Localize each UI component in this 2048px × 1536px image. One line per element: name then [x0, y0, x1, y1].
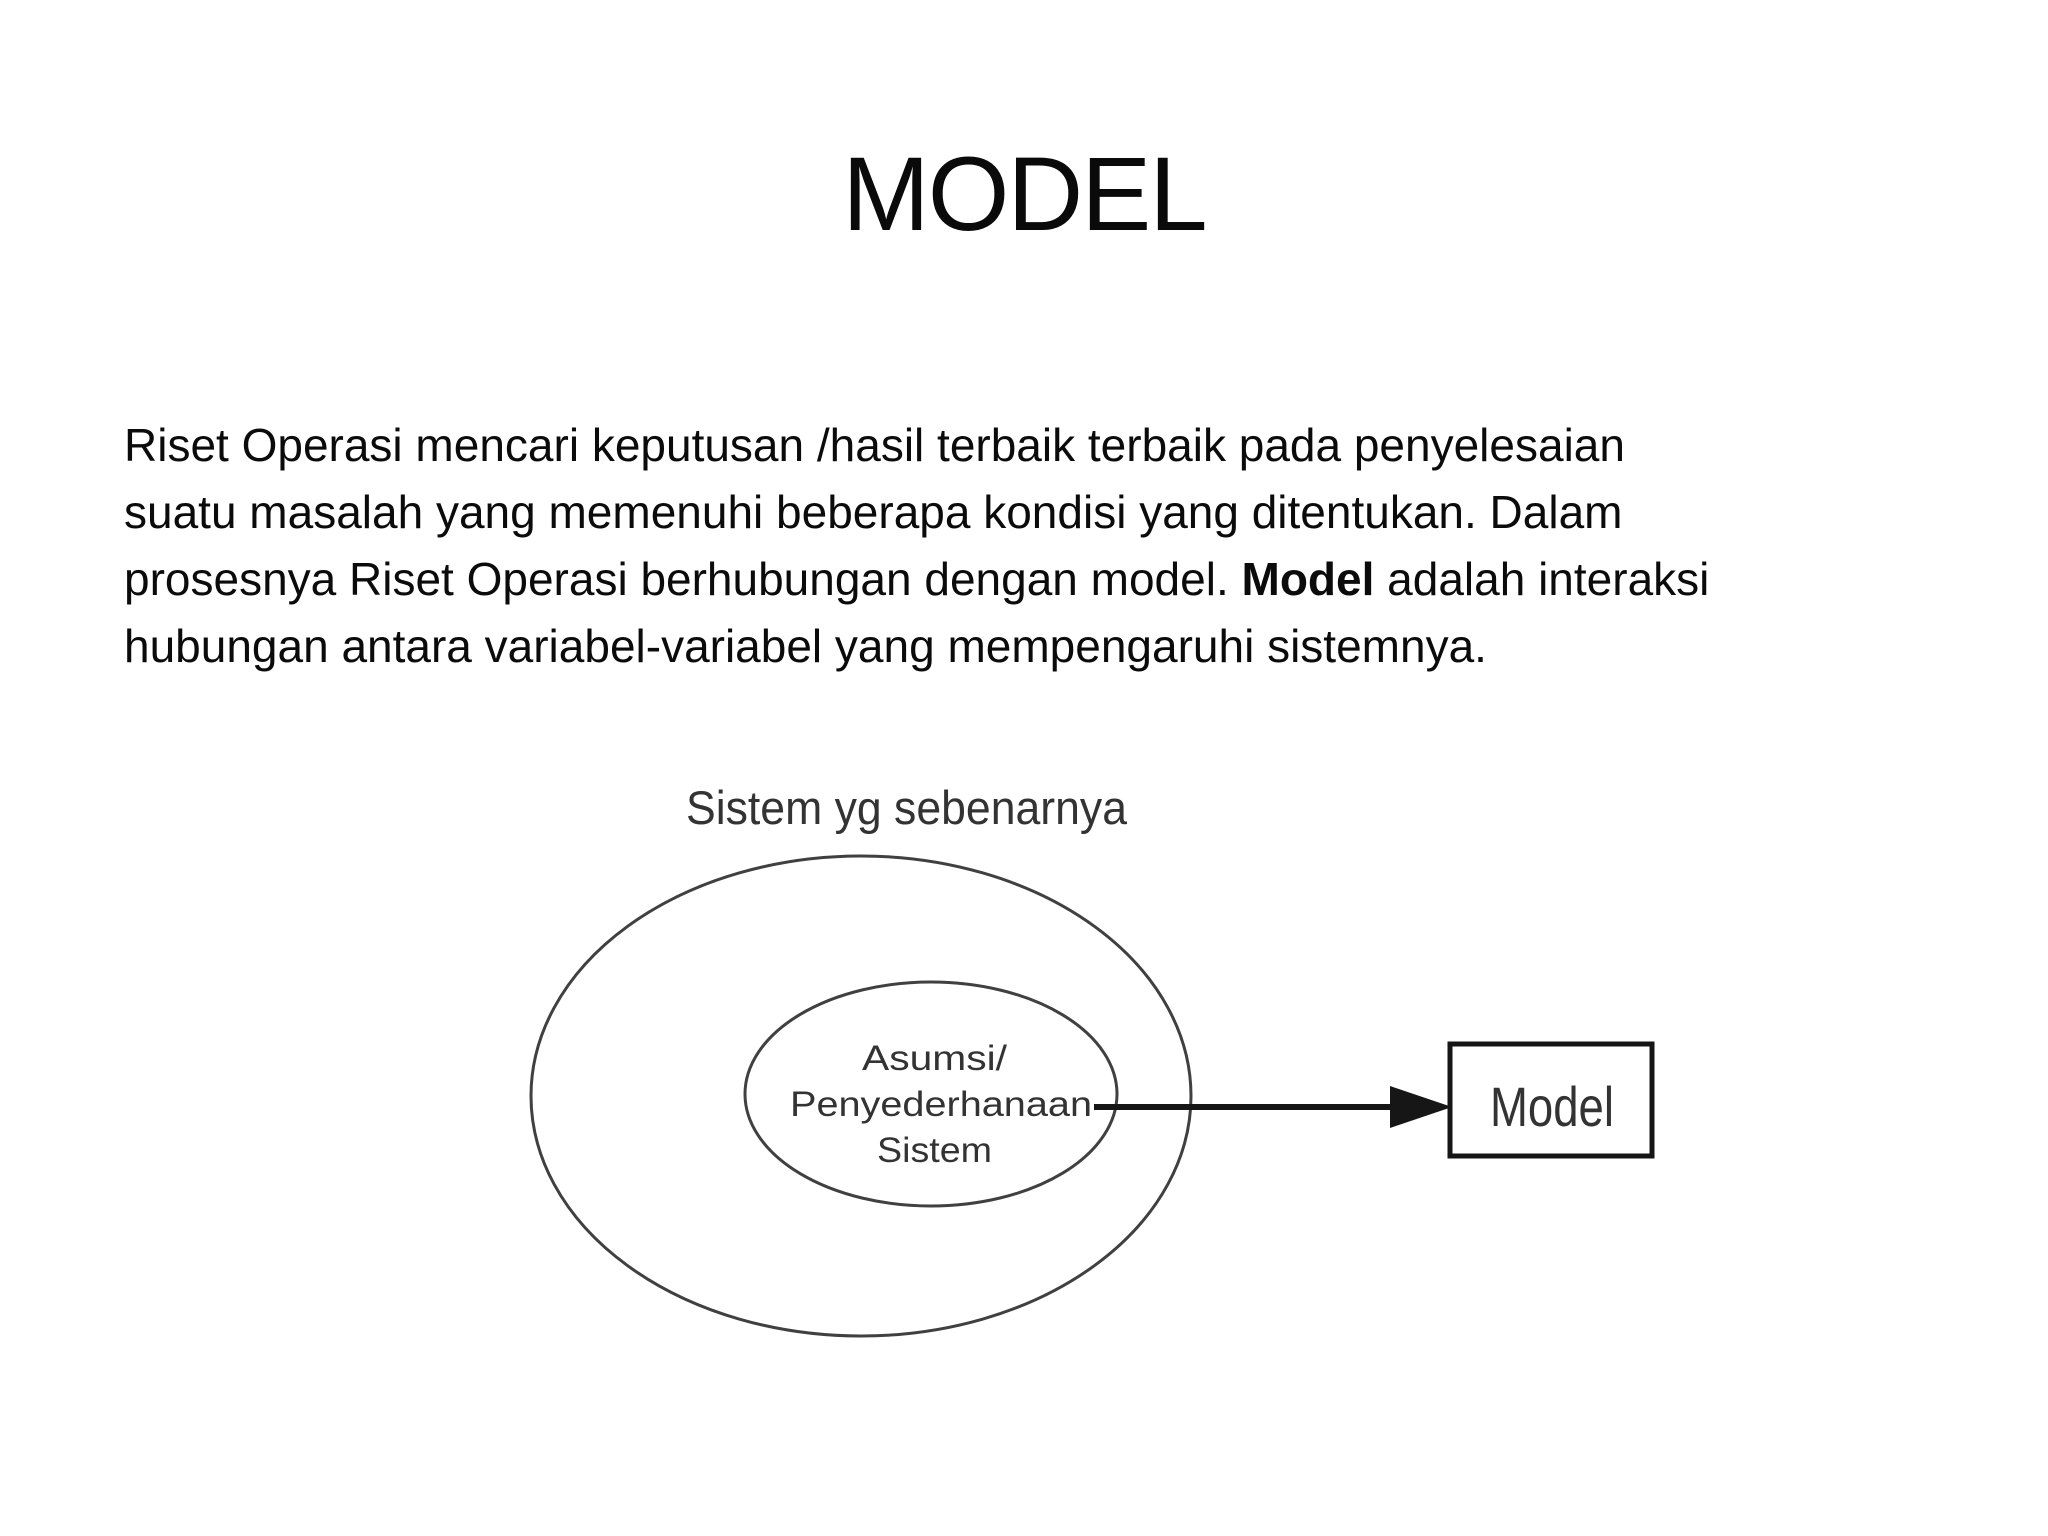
body-paragraph: Riset Operasi mencari keputusan /hasil t… [124, 412, 1709, 680]
outer-system-ellipse [529, 854, 1193, 1338]
inner-assumption-ellipse [743, 980, 1119, 1208]
paragraph-line-3: prosesnya Riset Operasi berhubungan deng… [124, 546, 1709, 613]
model-box [1447, 1041, 1655, 1159]
inner-label-line-1: Asumsi/ [862, 1039, 1007, 1078]
model-arrow-head [1390, 1086, 1452, 1128]
outer-system-label: Sistem yg sebenarnya [686, 781, 1128, 834]
inner-label-line-3: Sistem [877, 1131, 992, 1170]
paragraph-line-3-post: adalah interaksi [1374, 553, 1710, 605]
paragraph-line-2: suatu masalah yang memenuhi beberapa kon… [124, 486, 1623, 538]
paragraph-line-3-bold: Model [1241, 553, 1375, 605]
model-box-label: Model [1490, 1075, 1614, 1138]
slide-title: MODEL [842, 136, 1207, 253]
paragraph-line-1: Riset Operasi mencari keputusan /hasil t… [124, 419, 1625, 471]
inner-label-line-2: Penyederhanaan [790, 1085, 1092, 1124]
paragraph-line-4: hubungan antara variabel-variabel yang m… [124, 620, 1487, 672]
paragraph-line-3-pre: prosesnya Riset Operasi berhubungan deng… [124, 553, 1242, 605]
